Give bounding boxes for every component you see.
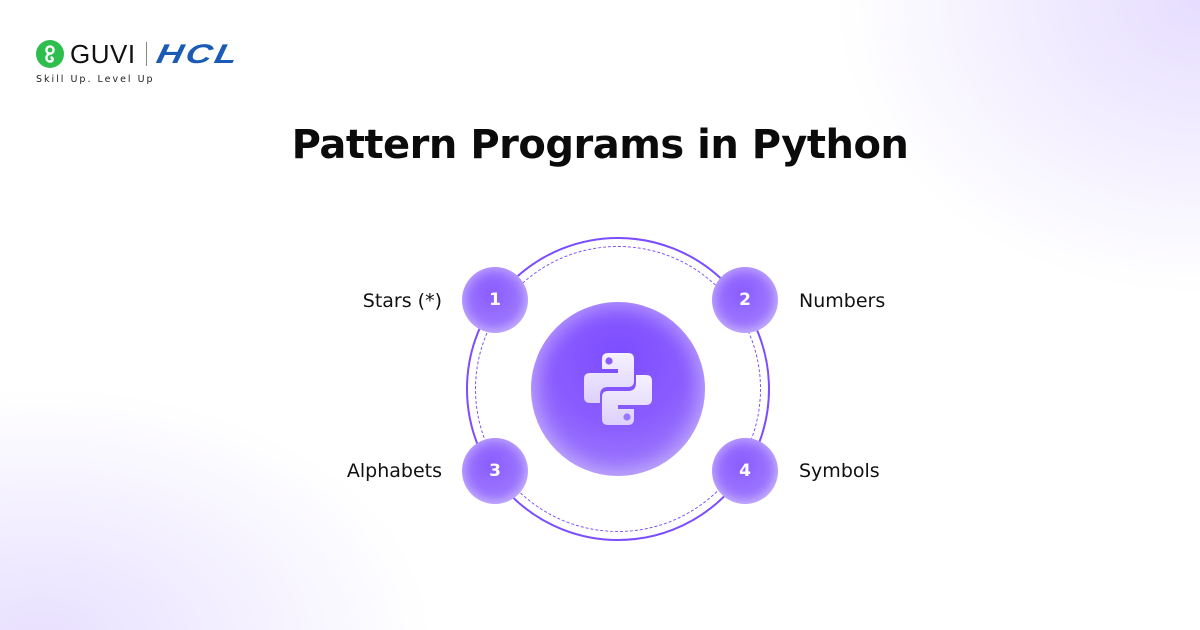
step-2-badge: 2 — [712, 267, 778, 333]
step-1-badge: 1 — [462, 267, 528, 333]
logo-divider — [145, 42, 147, 66]
step-4-number: 4 — [739, 461, 751, 481]
logo-row: GUVI HCL — [36, 39, 243, 69]
label-stars: Stars (*) — [362, 290, 442, 312]
step-2-number: 2 — [739, 290, 751, 310]
brand-logo: GUVI HCL Skill Up. Level Up — [36, 39, 243, 85]
step-1-number: 1 — [489, 290, 501, 310]
step-3-number: 3 — [489, 461, 501, 481]
python-logo-icon — [584, 353, 652, 425]
page-title: Pattern Programs in Python — [291, 122, 909, 168]
dashed-ring — [475, 246, 761, 532]
step-3-badge: 3 — [462, 438, 528, 504]
brand-tagline: Skill Up. Level Up — [36, 74, 155, 85]
center-circle — [531, 302, 705, 476]
label-alphabets: Alphabets — [346, 460, 442, 482]
outer-ring — [466, 237, 770, 541]
label-numbers: Numbers — [799, 290, 886, 312]
step-4-badge: 4 — [712, 438, 778, 504]
label-symbols: Symbols — [799, 460, 880, 482]
guvi-logo-icon — [36, 40, 64, 68]
guvi-wordmark: GUVI — [70, 39, 136, 69]
